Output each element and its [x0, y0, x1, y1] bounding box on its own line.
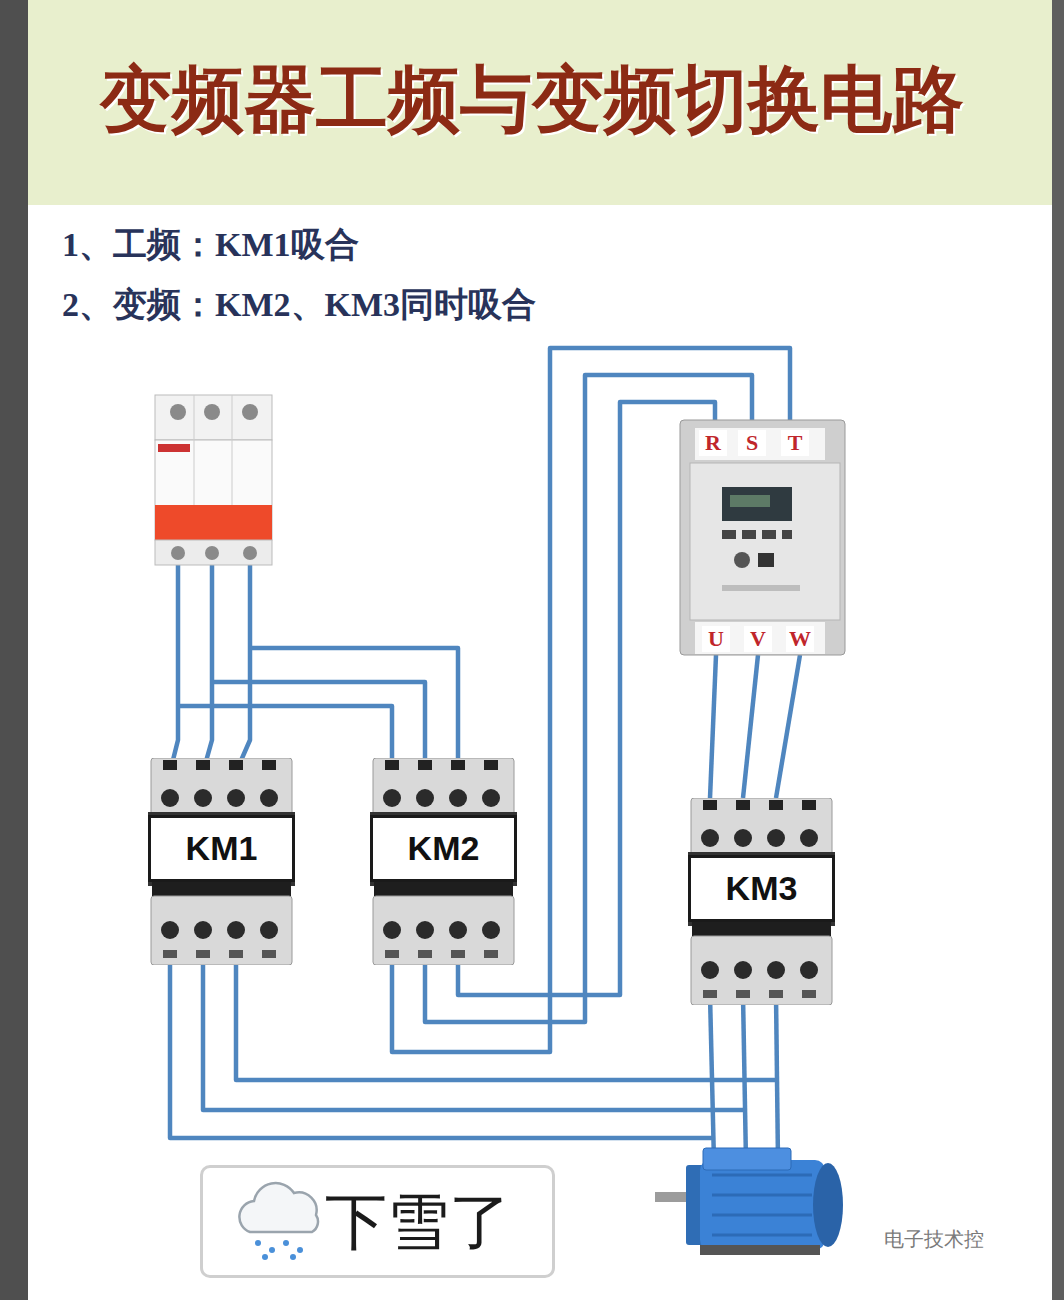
page-title: 变频器工频与变频切换电路: [0, 55, 1064, 145]
breaker-top: [155, 395, 272, 440]
terminal-row: RST: [680, 430, 845, 456]
contactor: KM2: [370, 758, 517, 965]
terminal-box: [703, 1148, 791, 1170]
breaker-wire: [236, 565, 250, 772]
inverter-drawing: [680, 420, 845, 655]
breaker-screw: [205, 546, 219, 560]
input-terminal-strip: [695, 428, 825, 460]
terminal-name: U: [702, 626, 730, 652]
cooling-rib: [712, 1174, 812, 1177]
motor-wire: [203, 955, 746, 1110]
terminal-row: UVW: [680, 626, 845, 652]
power-wire: [743, 655, 758, 798]
contactor: KM1: [148, 758, 295, 965]
mode-note: 1、工频：KM1吸合: [62, 222, 359, 268]
contactor-label: KM2: [370, 815, 517, 882]
cooling-rib: [712, 1214, 812, 1217]
breaker-handle: [155, 505, 272, 540]
status-badge: 下雪了: [200, 1165, 555, 1278]
inverter-housing: [680, 420, 845, 655]
breaker-screw: [243, 546, 257, 560]
key: [742, 530, 756, 539]
motor-wire: [776, 995, 778, 1162]
contactor-label: KM3: [688, 855, 835, 922]
power-wire: [710, 655, 716, 798]
display-digits: [730, 495, 770, 507]
brand-mark: [158, 444, 190, 452]
breaker-wire: [203, 565, 212, 772]
fan-cover: [813, 1163, 843, 1247]
contactor-label: KM1: [148, 815, 295, 882]
cloud: [239, 1183, 318, 1232]
cooling-rib: [712, 1194, 812, 1197]
snowflake: [290, 1254, 296, 1260]
breaker-screw: [170, 404, 186, 420]
terminal-name: W: [786, 626, 814, 652]
contactor-body: [370, 758, 517, 965]
contactor-body: [688, 798, 835, 1005]
motor-wire: [743, 995, 746, 1162]
breaker-screw: [242, 404, 258, 420]
snowflake: [262, 1254, 268, 1260]
key: [762, 530, 776, 539]
terminal-name: V: [744, 626, 772, 652]
contactor: KM3: [688, 798, 835, 1005]
motor-body: [700, 1160, 825, 1250]
terminal-name: T: [781, 430, 809, 456]
rating-plate: [722, 585, 800, 591]
key: [722, 530, 736, 539]
snow-icon: [239, 1183, 318, 1260]
snowflake: [297, 1247, 303, 1253]
motor-feet: [700, 1245, 820, 1255]
inverter-display: [722, 487, 792, 521]
mode-note: 2、变频：KM2、KM3同时吸合: [62, 282, 536, 328]
speed-knob: [734, 552, 750, 568]
cooling-rib: [712, 1234, 812, 1237]
watermark: 电子技术控: [884, 1226, 984, 1253]
breaker-screw: [204, 404, 220, 420]
badge-text: 下雪了: [203, 1168, 552, 1275]
snowflake: [283, 1240, 289, 1246]
inverter-unit: RST UVW: [680, 420, 845, 655]
inverter-face: [690, 463, 840, 620]
key: [758, 553, 774, 567]
snowflake: [255, 1240, 261, 1246]
left-edge-strip: [0, 0, 28, 1300]
contactor-body: [148, 758, 295, 965]
breaker-wire: [170, 565, 178, 772]
snowflake: [269, 1247, 275, 1253]
power-wire: [776, 655, 800, 798]
key: [782, 530, 792, 539]
breaker-screw: [171, 546, 185, 560]
motor-wire: [710, 995, 714, 1162]
motor: [655, 1148, 843, 1255]
circuit-breaker: [155, 395, 272, 565]
breaker-bottom: [155, 540, 272, 565]
breaker-body: [155, 440, 272, 540]
terminal-name: R: [699, 430, 727, 456]
output-terminal-strip: [695, 622, 825, 654]
motor-shaft: [655, 1192, 691, 1202]
terminal-name: S: [738, 430, 766, 456]
right-edge-strip: [1052, 0, 1064, 1300]
